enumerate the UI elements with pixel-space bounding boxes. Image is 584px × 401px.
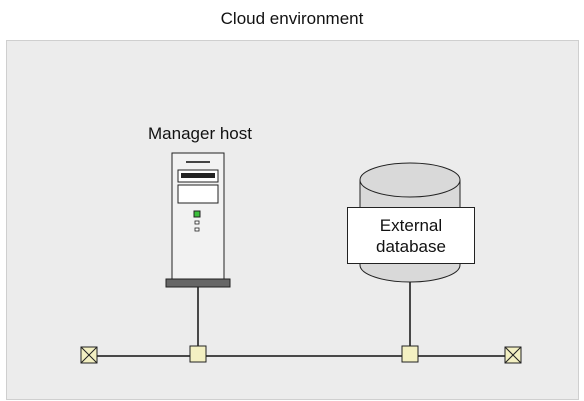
network-terminator-left — [80, 346, 98, 364]
external-database-label: External database — [376, 215, 446, 256]
diagram-title: Cloud environment — [220, 9, 364, 28]
network-terminator-right — [504, 346, 522, 364]
manager-host-label: Manager host — [148, 124, 252, 143]
external-database-label-box: External database — [347, 207, 475, 264]
network-connector-database — [401, 345, 419, 363]
network-connector-host — [189, 345, 207, 363]
server-tower-icon — [165, 152, 231, 288]
cloud-environment-area — [6, 40, 579, 400]
